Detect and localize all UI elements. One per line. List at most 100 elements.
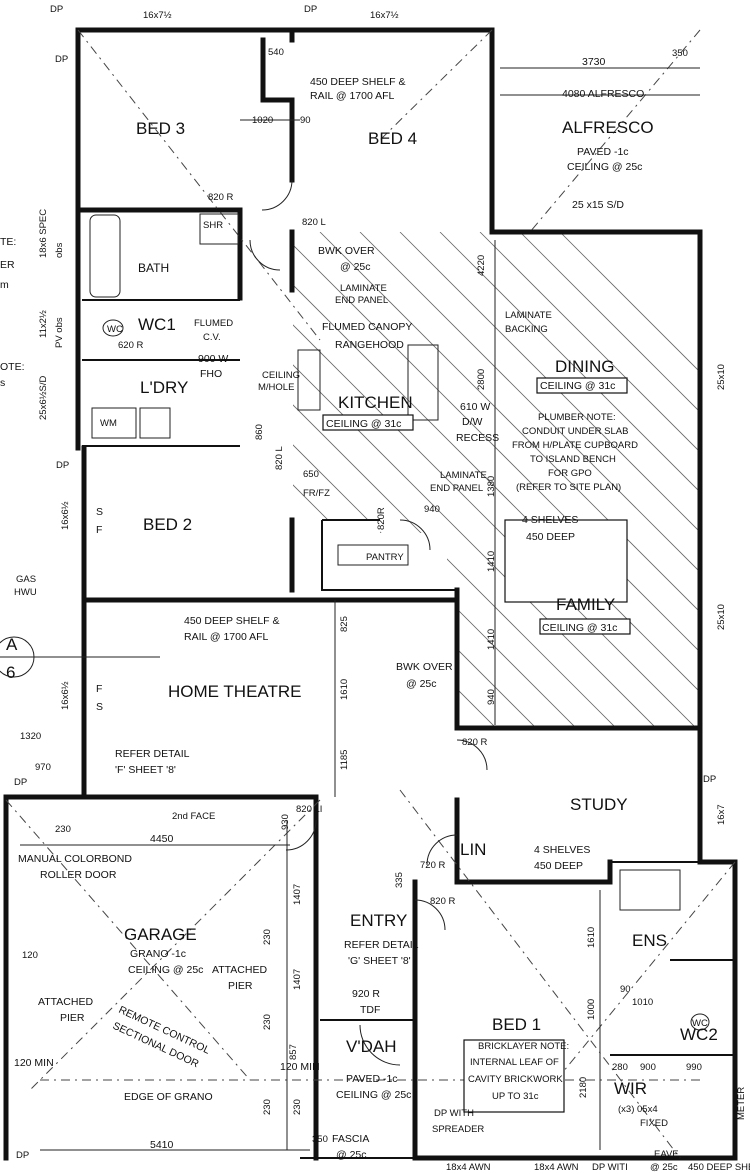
dim-825: 825 [339, 616, 350, 632]
edge-grano: EDGE OF GRANO [124, 1091, 213, 1103]
kitchen-ceiling: CEILING @ 31c [326, 418, 401, 430]
bwk-over2-2: @ 25c [406, 678, 437, 690]
flumed-cv-1: FLUMED [194, 318, 233, 329]
dim-25x10a: 25x10 [716, 364, 727, 390]
section-ref-a: A [6, 635, 18, 654]
brick-note-3: CAVITY BRICKWORK [468, 1074, 563, 1085]
plumber-note-box [504, 519, 628, 603]
dim-16x6a: 16x6½ [60, 501, 71, 530]
cooktop [297, 349, 321, 411]
brick-note-1: BRICKLAYER NOTE: [478, 1041, 569, 1052]
laminate-backing-2: BACKING [505, 324, 548, 335]
flumed-cv-2: C.V. [203, 332, 221, 343]
wir-x3: (x3) 05x4 [618, 1104, 658, 1115]
dim-3730: 3730 [582, 56, 606, 68]
dim-5410: 5410 [150, 1139, 174, 1151]
dim-900: 900 [640, 1062, 656, 1073]
dim-4220: 4220 [476, 255, 487, 276]
dim-857: 857 [288, 1044, 299, 1060]
toilet [102, 319, 124, 337]
dim-1010: 1010 [632, 997, 653, 1008]
label-meter: METER [736, 1087, 747, 1120]
dw-3: RECESS [456, 432, 499, 444]
hatched-living-area [293, 232, 700, 728]
dp-spreader-2: SPREADER [432, 1124, 484, 1135]
room-ldry: L'DRY [140, 378, 188, 397]
dim-350: 350 [672, 48, 688, 59]
label-shr: SHR [203, 220, 223, 231]
dim-120min-a: 120 MIN [14, 1057, 54, 1069]
dim-1020: 1020 [252, 115, 273, 126]
attached-pier-1: ATTACHED [212, 964, 267, 976]
note-shelf-2: RAIL @ 1700 AFL [310, 90, 395, 102]
label-dp-top: DP [304, 4, 317, 15]
dim-940b: 940 [424, 504, 440, 515]
note-left-4: OTE: [0, 361, 25, 373]
dim-990: 990 [686, 1062, 702, 1073]
attached-pier2-2: PIER [60, 1012, 85, 1024]
dim-18x6: 18x6 SPEC [38, 209, 49, 258]
dim-90: 90 [300, 115, 311, 126]
room-home-theatre: HOME THEATRE [168, 682, 302, 701]
label-gas: GAS [16, 574, 36, 585]
ht-shelf-1: 450 DEEP SHELF & [184, 615, 280, 627]
brick-note-2: INTERNAL LEAF OF [470, 1057, 559, 1068]
room-alfresco: ALFRESCO [562, 118, 654, 137]
dim-930: 930 [280, 814, 291, 830]
brick-note-4: UP TO 31c [492, 1091, 539, 1102]
alfresco-paved: PAVED -1c [577, 146, 629, 158]
tdf-2: TDF [360, 1004, 380, 1016]
kitchen-ceiling-box [322, 414, 414, 431]
dim-1407b: 1407 [292, 969, 303, 990]
room-wc1: WC1 [138, 315, 176, 334]
label-eave-mid: 16x7½ [370, 10, 399, 21]
dim-860: 860 [254, 424, 265, 440]
eave-1: EAVE [654, 1149, 679, 1160]
awn-b: 18x4 AWN [534, 1162, 579, 1173]
roller-door-2: ROLLER DOOR [40, 869, 117, 881]
plumber-note-6: (REFER TO SITE PLAN) [516, 482, 621, 493]
room-wc2: WC2 [680, 1025, 718, 1044]
attached-pier2-1: ATTACHED [38, 996, 93, 1008]
plumber-note-2: CONDUIT UNDER SLAB [522, 426, 628, 437]
door-820r: 820 R [208, 192, 233, 203]
room-bath: BATH [138, 261, 169, 275]
flumed-canopy-2: RANGEHOOD [335, 339, 404, 351]
dining-ceiling: CEILING @ 31c [540, 380, 615, 392]
shelves4b-2: 450 DEEP [534, 860, 583, 872]
fascia-1: FASCIA [332, 1133, 369, 1145]
dim-230d: 230 [262, 1099, 273, 1115]
section-ref-6: 6 [6, 663, 15, 682]
label-obs: obs [54, 242, 65, 258]
plumber-note-1: PLUMBER NOTE: [538, 412, 616, 423]
room-garage: GARAGE [124, 925, 197, 944]
tdf-1: 920 R [352, 988, 380, 1000]
dim-820l-v: 820 L [274, 446, 285, 470]
garage-ceiling: CEILING @ 25c [128, 964, 203, 976]
bricklayer-note-box [463, 1039, 565, 1113]
walls [3, 27, 738, 1161]
dim-1407a: 1407 [292, 884, 303, 905]
room-vdah: V'DAH [346, 1037, 396, 1056]
laundry-trough [139, 407, 171, 439]
dw-2: D/W [462, 416, 483, 428]
label-f2: F [96, 683, 102, 695]
refer-g-1: REFER DETAIL [344, 939, 419, 951]
note-left-1: TE: [0, 236, 16, 248]
note-shelf-1: 450 DEEP SHELF & [310, 76, 406, 88]
dim-1410b: 1410 [486, 629, 497, 650]
dim-1610b: 1610 [586, 927, 597, 948]
alfresco-dim: 4080 ALFRESCO [562, 88, 644, 100]
pantry-shelves [337, 544, 409, 566]
ensuite-toilet [690, 1013, 710, 1031]
label-f1: F [96, 524, 102, 536]
dim-1320: 1320 [20, 731, 41, 742]
dining-ceiling-box [536, 377, 628, 394]
dim-16x7: 16x7 [716, 804, 727, 825]
wc-dim: 620 R [118, 340, 143, 351]
plumber-note-5: FOR GPO [548, 468, 592, 479]
dimension-lines [20, 67, 700, 1151]
label-dp-5: DP [16, 1150, 29, 1161]
dim-1000: 1000 [586, 999, 597, 1020]
laminate-backing-1: LAMINATE [505, 310, 552, 321]
